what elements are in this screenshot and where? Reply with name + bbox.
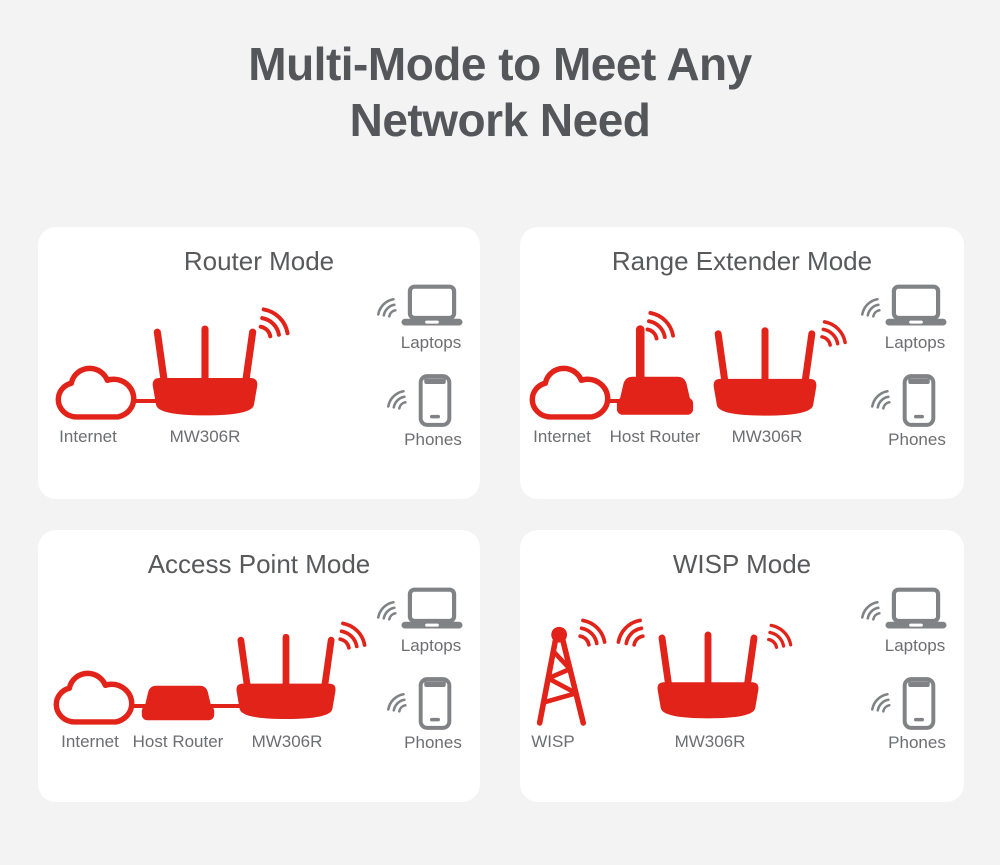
device-label: MW306R bbox=[251, 732, 323, 751]
router-icon bbox=[709, 322, 821, 420]
phones-label: Phones bbox=[404, 430, 462, 449]
router-icon bbox=[232, 627, 340, 725]
wifi-waves-icon bbox=[855, 287, 883, 325]
host-router-label: Host Router bbox=[609, 427, 701, 446]
device-label: MW306R bbox=[169, 427, 241, 446]
laptops-label: Laptops bbox=[400, 333, 462, 352]
router-icon bbox=[148, 320, 262, 420]
internet-label: Internet bbox=[61, 732, 119, 751]
phones-label: Phones bbox=[888, 430, 946, 449]
wired-link-line bbox=[110, 399, 170, 403]
panel-router-mode-scene: Internet MW306R Laptops Phones bbox=[38, 227, 480, 499]
panel-wisp-mode-scene: WISP MW306R Laptops Phones bbox=[520, 530, 964, 802]
phone-icon bbox=[418, 374, 452, 427]
phones-label: Phones bbox=[404, 733, 462, 752]
page-title-line2: Network Need bbox=[349, 94, 651, 147]
laptops-label: Laptops bbox=[884, 333, 946, 352]
router-icon bbox=[653, 626, 763, 723]
panel-router-mode-title: Router Mode bbox=[183, 246, 335, 276]
page-title: Multi-Mode to Meet Any Network Need bbox=[0, 36, 1000, 148]
internet-label: Internet bbox=[59, 427, 117, 446]
panel-wisp-mode-title: WISP Mode bbox=[672, 549, 812, 579]
wifi-waves-icon bbox=[381, 682, 409, 720]
wifi-waves-icon bbox=[381, 379, 409, 417]
laptop-icon bbox=[400, 587, 464, 632]
phones-label: Phones bbox=[888, 733, 946, 752]
page-title-line1: Multi-Mode to Meet Any bbox=[248, 38, 752, 90]
wifi-waves-icon bbox=[865, 379, 893, 417]
wifi-waves-icon bbox=[608, 606, 648, 654]
panel-access-point-mode-scene: Internet Host Router MW306R Laptops Phon… bbox=[38, 530, 480, 802]
host-router-label: Host Router bbox=[132, 732, 224, 751]
device-label: MW306R bbox=[731, 427, 803, 446]
phone-icon bbox=[902, 677, 936, 730]
wisp-label: WISP bbox=[531, 732, 575, 751]
laptops-label: Laptops bbox=[400, 636, 462, 655]
laptop-icon bbox=[400, 284, 464, 329]
wifi-waves-icon bbox=[642, 297, 684, 349]
panel-access-point-mode-title: Access Point Mode bbox=[147, 549, 371, 579]
panel-range-extender-mode-title: Range Extender Mode bbox=[611, 246, 873, 276]
phone-icon bbox=[418, 677, 452, 730]
panel-access-point-mode: Access Point Mode Internet Host Router M… bbox=[38, 530, 480, 802]
panel-range-extender-mode-scene: Internet Host Router MW306R Laptops Phon… bbox=[520, 227, 964, 499]
panel-router-mode: Router Mode Internet MW306R Laptops Phon… bbox=[38, 227, 480, 499]
wifi-waves-icon bbox=[371, 590, 399, 628]
device-label: MW306R bbox=[674, 732, 746, 751]
wifi-waves-icon bbox=[855, 590, 883, 628]
laptops-label: Laptops bbox=[884, 636, 946, 655]
panel-wisp-mode: WISP Mode WISP MW306R Laptops Phones bbox=[520, 530, 964, 802]
internet-label: Internet bbox=[533, 427, 591, 446]
laptop-icon bbox=[884, 284, 948, 329]
wifi-waves-icon bbox=[371, 287, 399, 325]
wifi-waves-icon bbox=[255, 293, 299, 347]
phone-icon bbox=[902, 374, 936, 427]
wifi-waves-icon bbox=[865, 682, 893, 720]
wifi-waves-icon bbox=[764, 610, 800, 658]
host-router-box-icon bbox=[140, 683, 216, 723]
panel-range-extender-mode: Range Extender Mode Internet Host Router… bbox=[520, 227, 964, 499]
laptop-icon bbox=[884, 587, 948, 632]
cloud-icon bbox=[52, 670, 136, 732]
cloud-icon bbox=[54, 365, 138, 427]
cloud-icon bbox=[528, 365, 612, 427]
